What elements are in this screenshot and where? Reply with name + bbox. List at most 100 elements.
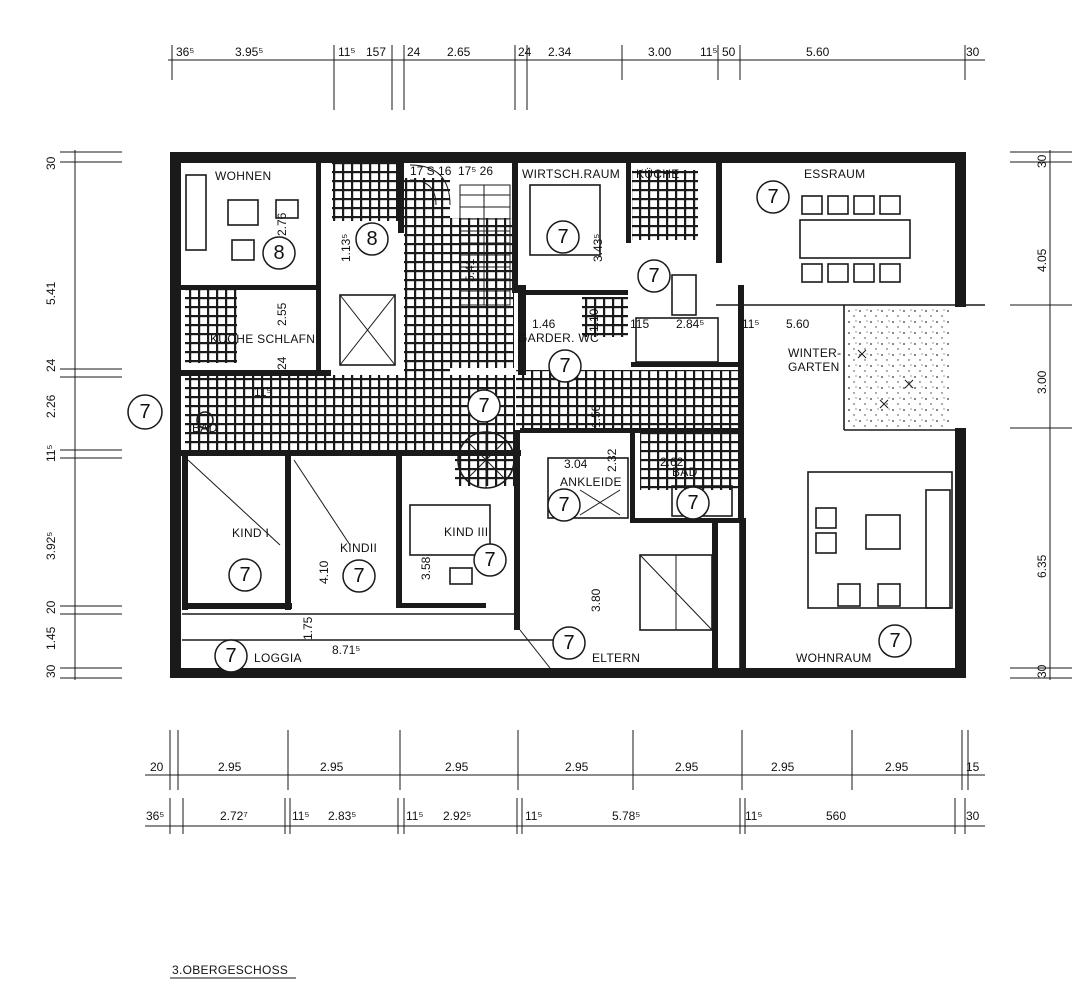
dim-inner: 1.46	[532, 317, 556, 331]
dim-inner: 4.10	[317, 560, 331, 584]
dim-inner: 11⁵	[254, 385, 271, 399]
unit-marker: 7	[756, 180, 790, 214]
unit-marker: 7	[473, 543, 507, 577]
dim-left: 1.45	[44, 626, 58, 650]
svg-text:8: 8	[366, 228, 377, 250]
walls	[170, 152, 966, 678]
dim-left: 11⁵	[44, 445, 58, 462]
svg-text:7: 7	[225, 645, 236, 667]
unit-marker: 7	[878, 624, 912, 658]
room-label-garder-wc: GARDER. WC	[518, 331, 599, 345]
dim-inner: 1.50	[589, 404, 603, 428]
room-label-wohnen: WOHNEN	[215, 169, 271, 183]
dim-bottom: 11⁵	[292, 809, 309, 823]
svg-text:7: 7	[353, 565, 364, 587]
dim-left: 3.92⁵	[44, 532, 58, 560]
dim-bottom: 11⁵	[745, 809, 762, 823]
unit-marker: 8	[262, 236, 296, 270]
drawing-title: 3.OBERGESCHOSS	[170, 963, 296, 979]
dim-bottom: 15	[966, 760, 980, 774]
unit-marker: 7	[467, 389, 501, 423]
unit-marker: 7	[342, 559, 376, 593]
svg-text:7: 7	[239, 564, 250, 586]
dim-bottom: 2.83⁵	[328, 809, 356, 823]
room-label-kueche-schlafn: KÜCHE SCHLAFN.	[210, 332, 319, 346]
dim-top: 3.95⁵	[235, 45, 263, 59]
dim-inner: 1.13⁵	[339, 234, 353, 262]
detail-lines	[182, 164, 985, 669]
dim-inner: 2.32	[605, 448, 619, 472]
dim-right: 3.00	[1035, 370, 1049, 394]
dim-right: 30	[1035, 154, 1049, 168]
dim-left: 2.26	[44, 394, 58, 418]
dim-right: 6.35	[1035, 554, 1049, 578]
dim-top: 36⁵	[176, 45, 194, 59]
dim-top: 11⁵	[338, 45, 355, 59]
unit-marker: 7	[676, 486, 710, 520]
dim-top: 50	[722, 45, 736, 59]
furniture	[185, 174, 953, 671]
floor-title: 3.OBERGESCHOSS	[172, 963, 288, 977]
room-label-kueche: KÜCHE	[636, 167, 680, 181]
dim-bottom: 2.95	[885, 760, 909, 774]
unit-marker: 7	[548, 349, 582, 383]
dim-bottom: 11⁵	[525, 809, 542, 823]
dim-inner: 24	[275, 356, 289, 370]
dim-top: 157	[366, 45, 386, 59]
svg-text:7: 7	[139, 401, 150, 423]
dim-left: 5.41	[44, 281, 58, 305]
dim-inner: 17⁵ 26	[458, 164, 493, 178]
room-label-wintergarten: GARTEN	[788, 360, 840, 374]
dim-bottom: 2.95	[565, 760, 589, 774]
dim-top: 24	[518, 45, 532, 59]
dim-left: 30	[44, 664, 58, 678]
unit-markers: 8 8 7 7 7 7 7 7 7 7 7 7 7 7 7 7	[127, 180, 912, 673]
dim-inner: 2.84⁵	[676, 317, 704, 331]
room-label-bad: BAD	[672, 465, 698, 479]
svg-text:7: 7	[478, 395, 489, 417]
svg-text:7: 7	[557, 226, 568, 248]
dim-inner: 1.10	[587, 308, 601, 332]
unit-marker: 7	[546, 220, 580, 254]
dim-top: 30	[966, 45, 980, 59]
dim-inner: 5.41	[463, 258, 477, 282]
dimension-lines	[60, 45, 1072, 834]
top-dimensions: 36⁵ 3.95⁵ 11⁵ 157 24 2.65 24 2.34 3.00 1…	[176, 45, 980, 59]
dim-top: 2.34	[548, 45, 572, 59]
room-label-kind-3: KIND III	[444, 525, 488, 539]
dim-bottom: 30	[966, 809, 980, 823]
room-label-bad: BAD	[192, 421, 218, 435]
room-label-kind-2: KINDII	[340, 541, 377, 555]
right-dimensions: 30 4.05 3.00 6.35 30	[1035, 154, 1049, 678]
left-dimensions: 30 5.41 24 2.26 11⁵ 3.92⁵ 20 1.45 30	[44, 156, 58, 678]
bottom-room-dimensions: 36⁵ 2.72⁷ 11⁵ 2.83⁵ 11⁵ 2.92⁵ 11⁵ 5.78⁵ …	[146, 809, 980, 823]
dim-inner: 1.75	[301, 616, 315, 640]
dim-bottom: 2.92⁵	[443, 809, 471, 823]
dim-inner: 11⁵	[742, 317, 759, 331]
dim-bottom: 560	[826, 809, 846, 823]
dim-left: 24	[44, 358, 58, 372]
dim-inner: 8.71⁵	[332, 643, 360, 657]
dim-bottom: 20	[150, 760, 164, 774]
unit-marker: 7	[552, 626, 586, 660]
dim-bottom: 2.95	[675, 760, 699, 774]
dim-bottom: 5.78⁵	[612, 809, 640, 823]
dim-inner: 3.58	[419, 556, 433, 580]
room-labels: WOHNEN KÜCHE SCHLAFN. BAD WIRTSCH.RAUM K…	[192, 167, 871, 665]
room-label-eltern: ELTERN	[592, 651, 640, 665]
dim-top: 2.65	[447, 45, 471, 59]
dim-top: 11⁵	[700, 45, 717, 59]
dim-inner: 3.80	[589, 588, 603, 612]
svg-text:7: 7	[484, 549, 495, 571]
dim-bottom: 2.95	[445, 760, 469, 774]
dim-right: 30	[1035, 664, 1049, 678]
unit-marker: 8	[355, 222, 389, 256]
svg-text:7: 7	[889, 630, 900, 652]
dim-bottom: 2.95	[218, 760, 242, 774]
svg-text:7: 7	[558, 494, 569, 516]
unit-marker: 7	[637, 259, 671, 293]
dim-top: 24	[407, 45, 421, 59]
svg-text:7: 7	[559, 355, 570, 377]
svg-text:7: 7	[563, 632, 574, 654]
